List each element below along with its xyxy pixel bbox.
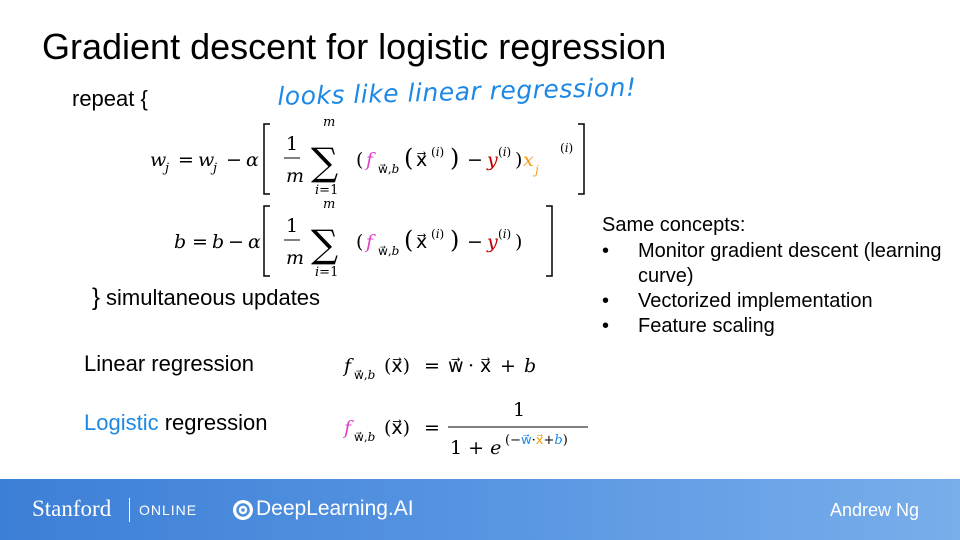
footer-bar: Stanford ONLINE DeepLearning.AI Andrew N… bbox=[0, 479, 960, 540]
svg-text:·: · bbox=[468, 355, 474, 377]
closing-brace: } bbox=[92, 284, 101, 311]
svg-text:−: − bbox=[228, 231, 244, 253]
svg-text:(: ( bbox=[404, 144, 413, 172]
svg-text:): ) bbox=[515, 149, 522, 171]
concepts-list: •Monitor gradient descent (learning curv… bbox=[602, 239, 960, 339]
logistic-regression-label: Logistic regression bbox=[84, 410, 267, 436]
svg-text:b: b bbox=[174, 231, 186, 253]
svg-text:(i): (i) bbox=[431, 227, 444, 241]
svg-text:j: j bbox=[210, 161, 217, 176]
page-title: Gradient descent for logistic regression bbox=[42, 26, 667, 67]
svg-text:x⃗: x⃗ bbox=[480, 355, 491, 377]
svg-text:(x⃗): (x⃗) bbox=[384, 355, 410, 377]
list-item: •Monitor gradient descent (learning curv… bbox=[602, 240, 942, 287]
svg-text:x: x bbox=[523, 149, 534, 171]
author-name: Andrew Ng bbox=[830, 500, 920, 520]
concepts-heading: Same concepts: bbox=[602, 214, 746, 236]
update-equations: wj = wj − α 1 m m ∑ i=1 ( f w⃗,b ( x⃗ (i… bbox=[150, 115, 585, 280]
svg-text:(i): (i) bbox=[560, 141, 573, 155]
svg-text:f: f bbox=[364, 231, 376, 253]
svg-text:1: 1 bbox=[513, 399, 525, 421]
svg-text:α: α bbox=[248, 231, 261, 253]
handwritten-note: looks like linear regression! bbox=[277, 72, 637, 111]
linear-regression-label: Linear regression bbox=[84, 351, 254, 376]
svg-text:): ) bbox=[450, 144, 459, 172]
svg-text:1 + e: 1 + e bbox=[450, 437, 501, 459]
svg-text:1: 1 bbox=[286, 215, 298, 237]
svg-text:w⃗,b: w⃗,b bbox=[354, 430, 375, 444]
svg-text:(i): (i) bbox=[498, 145, 511, 159]
svg-text:y: y bbox=[486, 149, 498, 171]
svg-text:−: − bbox=[226, 149, 242, 171]
svg-text:=: = bbox=[424, 355, 440, 377]
simultaneous-updates: }simultaneous updates bbox=[92, 284, 320, 312]
bias-update-equation: b = b − α 1 m m ∑ i=1 ( f w⃗,b ( x⃗ (i) … bbox=[174, 197, 553, 280]
svg-text:i=1: i=1 bbox=[315, 265, 338, 280]
list-item: •Vectorized implementation bbox=[602, 290, 873, 312]
svg-text:j: j bbox=[162, 161, 169, 176]
list-item: •Feature scaling bbox=[602, 315, 775, 337]
svg-text:m: m bbox=[286, 247, 304, 269]
svg-text:∑: ∑ bbox=[311, 222, 338, 266]
svg-text:=: = bbox=[192, 231, 208, 253]
svg-text:w: w bbox=[198, 149, 214, 171]
svg-text:(: ( bbox=[356, 231, 363, 253]
logistic-word: Logistic bbox=[84, 410, 159, 435]
svg-text:1: 1 bbox=[286, 133, 298, 155]
svg-text:−: − bbox=[467, 231, 483, 253]
svg-text:(: ( bbox=[356, 149, 363, 171]
svg-text:w⃗,b: w⃗,b bbox=[354, 368, 375, 382]
svg-text:x⃗: x⃗ bbox=[416, 231, 427, 253]
regression-word: regression bbox=[158, 410, 268, 435]
simultaneous-text: simultaneous updates bbox=[106, 285, 321, 310]
svg-text:x⃗: x⃗ bbox=[416, 149, 427, 171]
svg-text:j: j bbox=[532, 163, 539, 177]
svg-text:w⃗,b: w⃗,b bbox=[378, 162, 399, 176]
svg-text:): ) bbox=[450, 226, 459, 254]
svg-text:m: m bbox=[323, 115, 335, 130]
weight-update-equation: wj = wj − α 1 m m ∑ i=1 ( f w⃗,b ( x⃗ (i… bbox=[150, 115, 585, 198]
svg-text:α: α bbox=[246, 149, 259, 171]
svg-text:m: m bbox=[286, 165, 304, 187]
svg-text:f: f bbox=[364, 149, 376, 171]
svg-text:∑: ∑ bbox=[311, 140, 338, 184]
svg-text:(−w⃗·x⃗+b): (−w⃗·x⃗+b) bbox=[505, 433, 568, 448]
svg-text:w⃗: w⃗ bbox=[448, 355, 464, 377]
svg-text:(: ( bbox=[404, 226, 413, 254]
svg-text:−: − bbox=[467, 149, 483, 171]
svg-text:(i): (i) bbox=[498, 227, 511, 241]
svg-text:y: y bbox=[486, 231, 498, 253]
svg-text:w: w bbox=[150, 149, 166, 171]
linear-model-formula: f w⃗,b (x⃗) = w⃗ · x⃗ + b bbox=[342, 355, 536, 382]
deeplearning-logo-text: DeepLearning.AI bbox=[256, 497, 414, 520]
svg-text:f: f bbox=[342, 355, 354, 377]
svg-text:b: b bbox=[524, 355, 536, 377]
svg-text:(x⃗): (x⃗) bbox=[384, 417, 410, 439]
online-label: ONLINE bbox=[139, 502, 198, 518]
svg-text:w⃗,b: w⃗,b bbox=[378, 244, 399, 258]
svg-text:m: m bbox=[323, 197, 335, 212]
svg-text:=: = bbox=[424, 417, 440, 439]
same-concepts-box: Same concepts: •Monitor gradient descent… bbox=[602, 214, 960, 339]
svg-text:=: = bbox=[178, 149, 194, 171]
svg-text:f: f bbox=[342, 417, 354, 439]
deeplearning-icon bbox=[233, 500, 253, 520]
svg-text:i=1: i=1 bbox=[315, 183, 338, 198]
repeat-label: repeat { bbox=[72, 86, 148, 111]
svg-text:): ) bbox=[515, 231, 522, 253]
svg-text:b: b bbox=[212, 231, 224, 253]
logo-divider bbox=[129, 498, 130, 522]
logistic-model-formula: f w⃗,b (x⃗) = 1 1 + e (−w⃗·x⃗+b) bbox=[342, 399, 588, 459]
svg-text:+: + bbox=[500, 355, 516, 377]
svg-text:(i): (i) bbox=[431, 145, 444, 159]
stanford-logo: Stanford bbox=[32, 496, 112, 521]
